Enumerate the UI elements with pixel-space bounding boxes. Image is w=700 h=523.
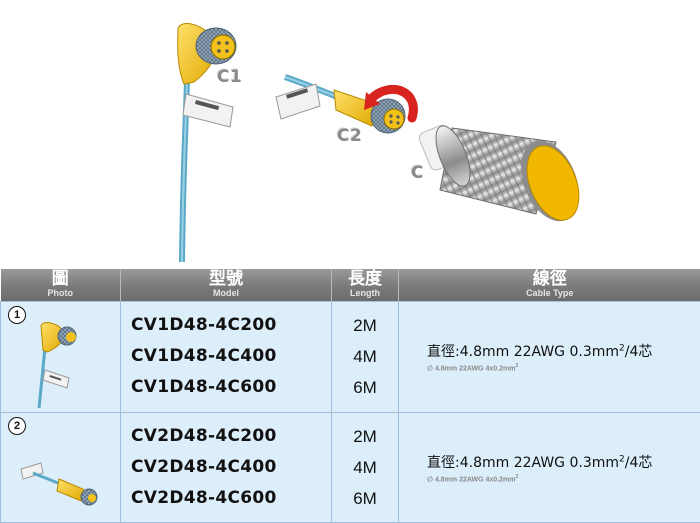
c2-straight-connector <box>275 74 418 134</box>
cable-spec-english: ∅ 4.8mm 22AWG 4x0.2mm2 <box>427 473 519 483</box>
length-value: 2M <box>353 426 377 446</box>
header-length: 長度 Length <box>331 269 399 302</box>
cable-spec: 直徑:4.8mm 22AWG 0.3mm2/4芯 <box>427 453 653 471</box>
table-row: 2 CV2D48-4C200 CV2D48-4C400 CV2D48-4C600… <box>0 411 700 523</box>
header-cable-type: 線徑 Cable Type <box>398 269 700 302</box>
length-cell: 2M 4M 6M <box>331 301 399 413</box>
photo-cell: 2 <box>0 411 121 523</box>
length-value: 6M <box>353 488 377 508</box>
cable-type-cell: 直徑:4.8mm 22AWG 0.3mm2/4芯 ∅ 4.8mm 22AWG 4… <box>398 411 700 523</box>
product-drawing <box>177 23 580 263</box>
length-value: 4M <box>353 457 377 477</box>
model-number: CV1D48-4C200 <box>131 315 277 336</box>
straight-connector-photo <box>20 461 98 505</box>
header-model: 型號 Model <box>120 269 332 302</box>
length-value: 2M <box>353 316 377 336</box>
table-row: 1 CV1D48-4C200 CV1D48-4C400 CV1D48-4C600… <box>0 301 700 413</box>
c-cylindrical-sensor <box>418 124 580 222</box>
model-number: CV1D48-4C600 <box>131 377 277 398</box>
photo-cell: 1 <box>0 301 121 413</box>
model-cell: CV1D48-4C200 CV1D48-4C400 CV1D48-4C600 <box>120 301 332 413</box>
cable-type-cell: 直徑:4.8mm 22AWG 0.3mm2/4芯 ∅ 4.8mm 22AWG 4… <box>398 301 700 413</box>
length-value: 4M <box>353 347 377 367</box>
row-index: 2 <box>8 416 26 435</box>
header-photo: 圖 Photo <box>0 269 121 302</box>
callout-c: C <box>411 163 424 183</box>
length-cell: 2M 4M 6M <box>331 411 399 523</box>
cable-spec: 直徑:4.8mm 22AWG 0.3mm2/4芯 <box>427 343 653 361</box>
callout-c1: C1 <box>217 67 243 87</box>
length-value: 6M <box>353 378 377 398</box>
row-index: 1 <box>8 306 26 324</box>
table-header-row: 圖 Photo 型號 Model 長度 Length 線徑 Cable Type <box>0 269 700 302</box>
cable-spec-table: 圖 Photo 型號 Model 長度 Length 線徑 Cable Type… <box>0 269 700 523</box>
model-number: CV2D48-4C400 <box>131 456 277 477</box>
callout-c2: C2 <box>337 126 363 146</box>
model-number: CV2D48-4C600 <box>131 487 277 508</box>
right-angle-connector-photo <box>37 322 77 408</box>
c1-right-angle-connector <box>177 23 237 263</box>
product-illustration: C1 C2 C <box>177 23 580 263</box>
model-number: CV1D48-4C400 <box>131 346 277 367</box>
cable-spec-english: ∅ 4.8mm 22AWG 4x0.2mm2 <box>427 363 519 373</box>
model-number: CV2D48-4C200 <box>131 425 277 446</box>
model-cell: CV2D48-4C200 CV2D48-4C400 CV2D48-4C600 <box>120 411 332 523</box>
